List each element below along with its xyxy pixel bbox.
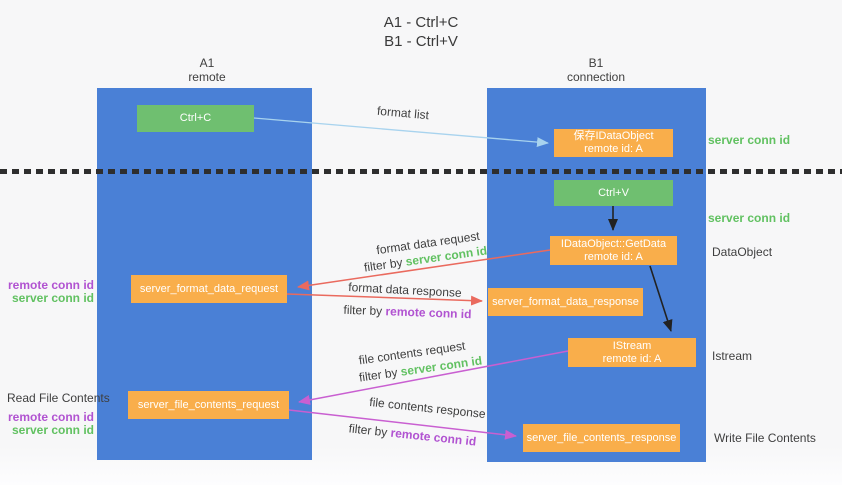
note-conn-ids-format: remote conn id server conn id <box>8 279 94 305</box>
lane-a1-name: A1 <box>199 56 215 70</box>
filter-by-text: filter by <box>348 421 389 440</box>
node-server-format-data-response: server_format_data_response <box>488 288 643 316</box>
node-ctrl-v: Ctrl+V <box>554 180 673 206</box>
note-server-conn-id-mid: server conn id <box>708 211 791 225</box>
node-getdata-line2: remote id: A <box>584 250 643 263</box>
remote-conn-id-text: remote conn id <box>389 425 477 449</box>
node-idataobject-getdata: IDataObject::GetData remote id: A <box>550 236 677 265</box>
lane-header-b1: B1 connection <box>486 56 706 84</box>
note-conn-ids-file: remote conn id server conn id <box>8 411 94 437</box>
node-save-idataobject-line2: remote id: A <box>584 143 643 155</box>
server-conn-id-text: server conn id <box>11 423 94 437</box>
lane-header-a1: A1 remote <box>97 56 317 84</box>
node-server-file-contents-request: server_file_contents_request <box>128 391 289 419</box>
label-file-contents-response: file contents response <box>368 394 487 422</box>
remote-conn-id-text: remote conn id <box>7 410 94 424</box>
label-filter-by-remote-conn-id-1: filter by remote conn id <box>335 302 480 321</box>
label-format-list: format list <box>376 103 430 123</box>
note-write-file-contents: Write File Contents <box>714 431 816 445</box>
title-line-1: A1 - Ctrl+C <box>383 14 459 31</box>
lane-b1-role: connection <box>566 70 626 84</box>
diagram-title: A1 - Ctrl+C B1 - Ctrl+V <box>0 13 842 51</box>
node-istream-line2: remote id: A <box>602 352 662 365</box>
remote-conn-id-text: remote conn id <box>385 304 472 322</box>
node-getdata-line1: IDataObject::GetData <box>560 237 667 250</box>
node-file-response-label: server_file_contents_response <box>526 431 677 444</box>
remote-conn-id-text: remote conn id <box>7 278 94 292</box>
node-ctrl-c-label: Ctrl+C <box>179 112 212 124</box>
label-format-data-response: format data response <box>348 280 462 300</box>
server-conn-id-text: server conn id <box>11 291 94 305</box>
lane-a1-role: remote <box>188 70 226 84</box>
node-server-format-data-request: server_format_data_request <box>131 275 287 303</box>
node-istream: IStream remote id: A <box>568 338 696 367</box>
filter-by-text: filter by <box>343 302 383 319</box>
node-ctrl-c: Ctrl+C <box>137 105 254 132</box>
title-line-2: B1 - Ctrl+V <box>384 33 458 50</box>
node-istream-line1: IStream <box>612 339 652 352</box>
note-server-conn-id-top: server conn id <box>708 133 791 147</box>
node-save-idataobject: 保存IDataObject remote id: A <box>554 129 673 157</box>
note-read-file-contents: Read File Contents <box>7 391 110 405</box>
node-format-request-label: server_format_data_request <box>139 282 279 295</box>
node-format-response-label: server_format_data_response <box>492 295 639 308</box>
label-filter-by-remote-conn-id-2: filter by remote conn id <box>340 420 486 449</box>
session-separator-dotted-line <box>0 169 842 174</box>
node-file-request-label: server_file_contents_request <box>137 398 280 411</box>
node-server-file-contents-response: server_file_contents_response <box>523 424 680 452</box>
lane-b1-name: B1 <box>588 56 604 70</box>
node-save-idataobject-line1: 保存IDataObject <box>573 130 654 142</box>
node-ctrl-v-label: Ctrl+V <box>598 186 629 199</box>
note-dataobject: DataObject <box>712 245 773 259</box>
note-istream: Istream <box>712 349 753 363</box>
filter-by-text: filter by <box>358 365 399 385</box>
